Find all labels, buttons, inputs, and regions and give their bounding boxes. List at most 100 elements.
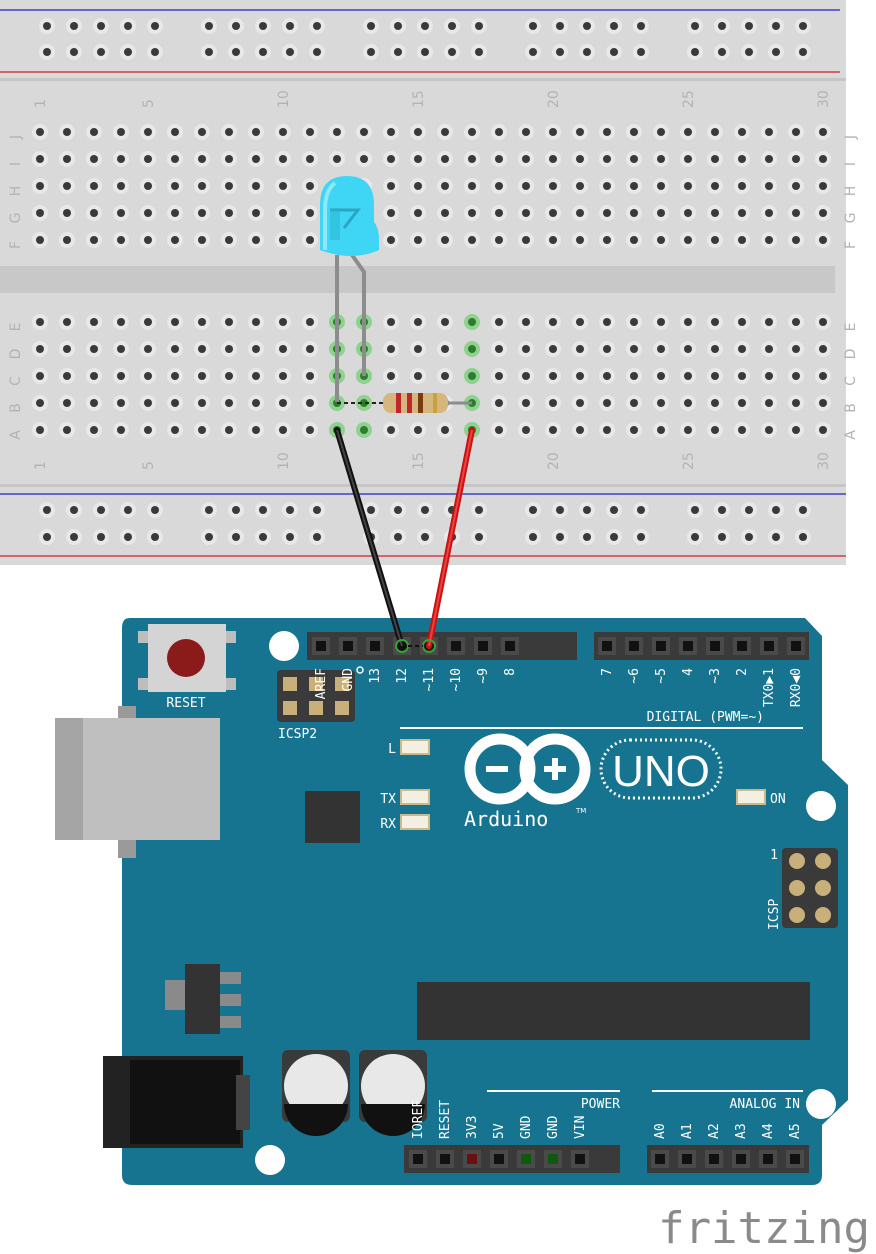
icsp-pin[interactable] — [789, 907, 805, 923]
hole-center — [819, 128, 827, 136]
hole-center — [468, 345, 476, 353]
board-led — [400, 814, 430, 830]
hole-center — [36, 182, 44, 190]
column-number: 20 — [546, 452, 562, 470]
hole-center — [448, 22, 456, 30]
hole-center — [36, 399, 44, 407]
hole-center — [124, 506, 132, 514]
hole-center — [549, 318, 557, 326]
hole-center — [495, 236, 503, 244]
blue-led[interactable] — [320, 176, 379, 402]
mount-hole — [806, 791, 836, 821]
digital-pin-label: ~6 — [627, 668, 642, 684]
hole-center — [63, 128, 71, 136]
digital-pin-label: ~10 — [449, 668, 464, 691]
hole-center — [279, 399, 287, 407]
hole-center — [765, 372, 773, 380]
hole-center — [70, 48, 78, 56]
icsp-pin[interactable] — [815, 907, 831, 923]
hole-center — [799, 506, 807, 514]
hole-center — [63, 209, 71, 217]
hole-center — [36, 426, 44, 434]
hole-center — [198, 399, 206, 407]
hole-center — [819, 318, 827, 326]
hole-center — [394, 533, 402, 541]
hole-center — [610, 506, 618, 514]
hole-center — [603, 209, 611, 217]
hole-center — [792, 399, 800, 407]
icsp-pin[interactable] — [815, 880, 831, 896]
capacitor — [282, 1050, 350, 1136]
icsp2-pin[interactable] — [283, 701, 297, 715]
hole-center — [630, 372, 638, 380]
hole-center — [252, 209, 260, 217]
hole-center — [468, 182, 476, 190]
hole-center — [468, 372, 476, 380]
hole-center — [144, 372, 152, 380]
hole-center — [441, 426, 449, 434]
trademark: TM — [575, 807, 586, 815]
hole-center — [90, 155, 98, 163]
hole-center — [225, 318, 233, 326]
hole-center — [414, 318, 422, 326]
resistor[interactable] — [337, 393, 472, 413]
dc-power-jack[interactable] — [103, 1056, 250, 1148]
hole-center — [225, 372, 233, 380]
hole-center — [232, 22, 240, 30]
pin-socket — [656, 641, 666, 651]
column-number: 20 — [546, 90, 562, 108]
hole-center — [36, 318, 44, 326]
icsp2-pin[interactable] — [309, 677, 323, 691]
hole-center — [90, 182, 98, 190]
hole-center — [421, 22, 429, 30]
icsp-pin[interactable] — [815, 853, 831, 869]
hole-center — [738, 345, 746, 353]
hole-center — [151, 506, 159, 514]
hole-center — [576, 399, 584, 407]
pin-socket — [478, 641, 488, 651]
hole-center — [657, 318, 665, 326]
hole-center — [819, 399, 827, 407]
hole-center — [63, 372, 71, 380]
hole-center — [657, 155, 665, 163]
hole-center — [657, 209, 665, 217]
voltage-regulator — [165, 964, 241, 1034]
hole-center — [306, 372, 314, 380]
hole-center — [819, 426, 827, 434]
hole-center — [583, 506, 591, 514]
icsp2-pin[interactable] — [309, 701, 323, 715]
hole-center — [306, 399, 314, 407]
hole-center — [603, 372, 611, 380]
column-number: 25 — [681, 452, 697, 470]
icsp-pin[interactable] — [789, 880, 805, 896]
hole-center — [36, 209, 44, 217]
hole-center — [603, 345, 611, 353]
hole-center — [414, 372, 422, 380]
hole-center — [441, 345, 449, 353]
hole-center — [90, 209, 98, 217]
hole-center — [765, 209, 773, 217]
hole-center — [286, 506, 294, 514]
row-letter: B — [843, 403, 859, 413]
hole-center — [711, 155, 719, 163]
reset-button[interactable] — [138, 624, 236, 692]
icsp2-pin[interactable] — [283, 677, 297, 691]
hole-center — [286, 22, 294, 30]
mount-hole — [806, 1089, 836, 1119]
hole-center — [772, 48, 780, 56]
row-letter: H — [843, 186, 859, 197]
hole-center — [117, 209, 125, 217]
hole-center — [738, 426, 746, 434]
icsp-pin[interactable] — [789, 853, 805, 869]
hole-center — [387, 318, 395, 326]
icsp2-pin[interactable] — [335, 677, 349, 691]
hole-center — [691, 533, 699, 541]
hole-center — [495, 209, 503, 217]
icsp2-pin[interactable] — [335, 701, 349, 715]
hole-center — [414, 182, 422, 190]
hole-center — [421, 506, 429, 514]
hole-center — [279, 236, 287, 244]
usb-connector[interactable] — [55, 706, 220, 858]
column-number: 30 — [816, 452, 832, 470]
